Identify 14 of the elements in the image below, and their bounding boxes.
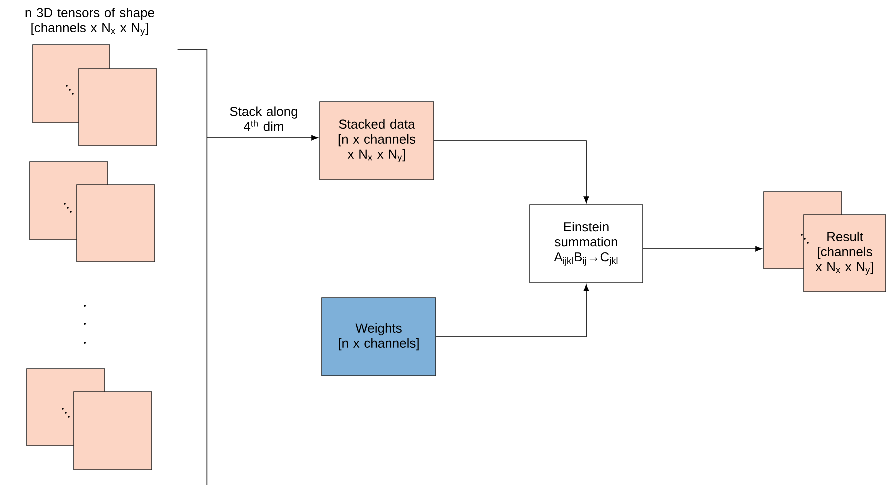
arrow — [434, 140, 590, 204]
heading: n 3D tensors of shape [channels x N$_{x}$ x N$_{y}$] — [26, 8, 154, 36]
tensor-square — [74, 392, 152, 470]
bracket — [177, 49, 208, 485]
arrow — [206, 135, 318, 141]
process-box: Einstein summation A$_{ijkl}$B$_{ij}$→C$_{jkl}$ — [530, 204, 644, 284]
tensor-square — [76, 184, 156, 262]
tensor-square — [78, 68, 158, 146]
data-box: Stacked data [n x channels x N$_{x}$ x N$_{y}$] — [320, 102, 434, 180]
data-box: Result [channels x N$_{x}$ x N$_{y}$] — [804, 214, 886, 292]
data-box: Weights [n x channels] — [322, 298, 436, 376]
arrow — [643, 246, 762, 252]
arrow — [436, 284, 590, 338]
edge-label: Stack along 4$^{th}$ dim — [230, 106, 298, 132]
